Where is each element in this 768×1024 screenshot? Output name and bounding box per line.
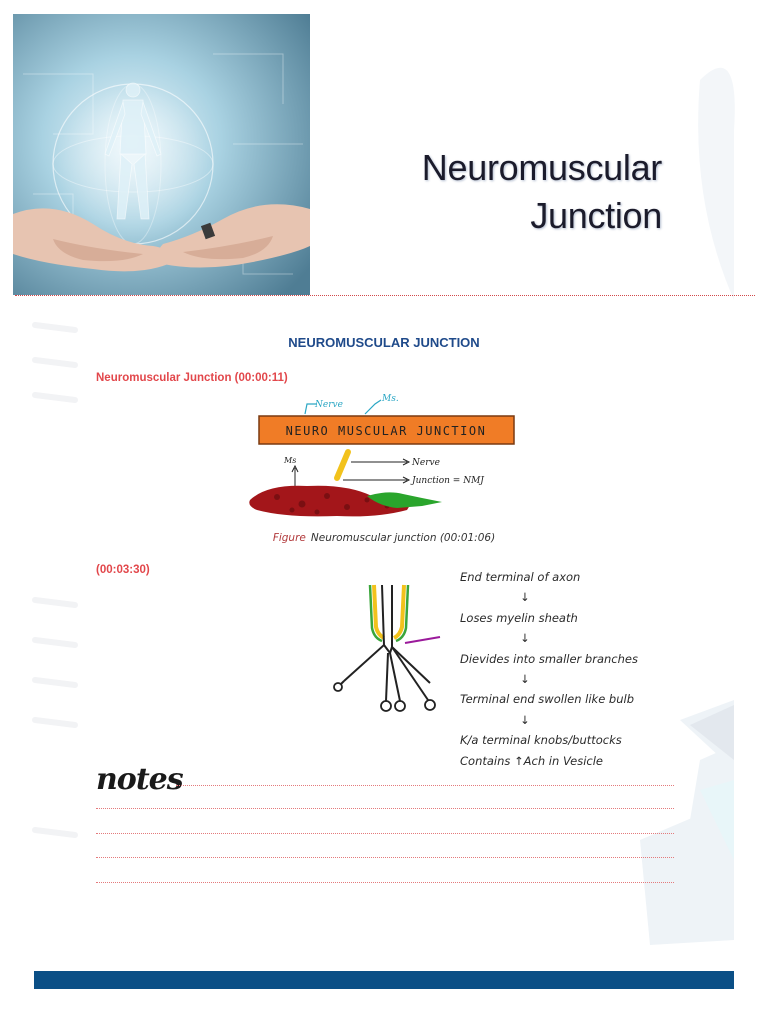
note-line [96, 833, 674, 834]
figure-caption: Figure Neuromuscular junction (00:01:06) [0, 532, 768, 544]
nerve-pointer [304, 403, 317, 415]
axon-terminal-figure [330, 583, 442, 716]
timestamp-label: (00:03:30) [96, 564, 150, 576]
axon-terminal-flow: End terminal of axon ↓ Loses myelin shea… [460, 567, 690, 771]
notes-title: notes [96, 762, 184, 797]
banner-box [258, 415, 515, 445]
muscle-stem [367, 492, 442, 508]
flow-step: Dievides into smaller branches [460, 651, 638, 666]
flow-step: Terminal end swollen like bulb [460, 692, 635, 707]
subheading-timestamp: Neuromuscular Junction (00:00:11) [96, 372, 288, 384]
down-arrow-icon: ↓ [520, 712, 530, 727]
label-junction: Junction = NMJ [410, 476, 485, 486]
chapter-title: Neuromuscular Junction [342, 144, 663, 240]
down-arrow-icon: ↓ [520, 590, 530, 605]
down-arrow-icon: ↓ [520, 672, 530, 687]
note-line [96, 808, 674, 809]
header-divider [15, 295, 755, 296]
label-ms-left: Ms [283, 456, 296, 465]
figure-caption-text: Neuromuscular junction (00:01:06) [310, 532, 496, 544]
ms-pointer [364, 399, 382, 415]
flow-step: K/a terminal knobs/buttocks [460, 733, 622, 748]
nerve-fiber [334, 449, 351, 481]
note-line [176, 785, 674, 786]
label-nerve-top: Nerve [314, 400, 343, 410]
note-line [96, 857, 674, 858]
figure-label: Figure [272, 532, 306, 544]
flow-step: End terminal of axon [460, 570, 581, 584]
label-ms-top: Ms. [381, 394, 399, 404]
banner-text: NEURO MUSCULAR JUNCTION [286, 424, 487, 438]
label-nerve-right: Nerve [411, 458, 440, 468]
footer-bar [34, 971, 734, 989]
hero-image [13, 14, 310, 295]
flow-step: Loses myelin sheath [460, 610, 578, 625]
note-line [96, 882, 674, 883]
down-arrow-icon: ↓ [520, 631, 530, 646]
chapter-title-line-2: Junction [530, 195, 662, 236]
section-heading: NEUROMUSCULAR JUNCTION [288, 335, 480, 350]
chapter-title-line-1: Neuromuscular [421, 147, 663, 188]
neuromuscular-junction-figure: NEURO MUSCULAR JUNCTION Nerve Ms. Ms Ner… [247, 392, 523, 518]
flow-step: Contains ↑Ach in Vesicle [460, 753, 603, 768]
hands-holding-human-figure-illustration [13, 14, 310, 295]
